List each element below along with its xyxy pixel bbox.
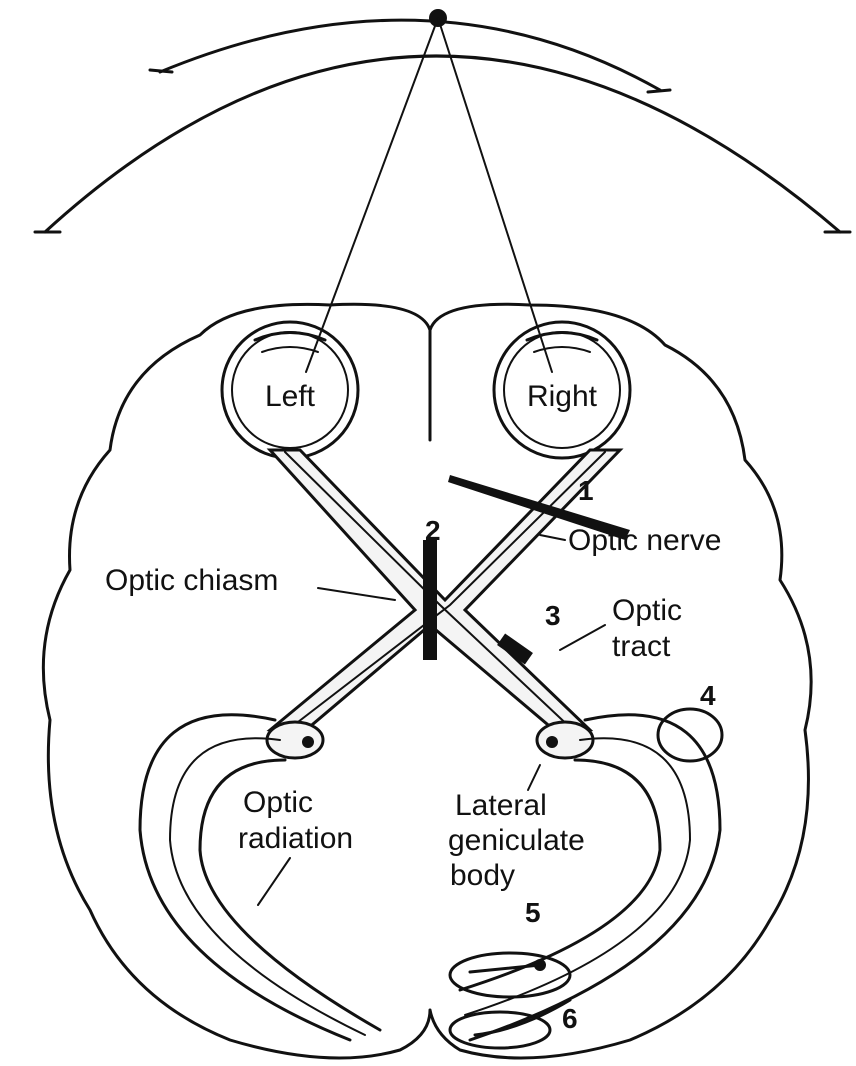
visual-field-arcs xyxy=(35,9,850,232)
optic-pathway-x xyxy=(270,450,620,735)
lesion-1-number: 1 xyxy=(578,475,594,506)
lgb-label-line1: Lateral xyxy=(455,789,547,822)
optic-nerve-label: Optic nerve xyxy=(568,524,721,557)
optic-radiation-label-line1: Optic xyxy=(243,786,313,819)
lesion-2-number: 2 xyxy=(425,515,441,546)
lesion-6-number: 6 xyxy=(562,1003,578,1034)
lgb-label-line2: geniculate xyxy=(448,824,585,857)
lesion-2-bar xyxy=(423,540,437,660)
lesion-3-number: 3 xyxy=(545,600,561,631)
lgb-label-line3: body xyxy=(450,859,515,892)
optic-chiasm-label: Optic chiasm xyxy=(105,564,278,597)
right-eye-label: Right xyxy=(527,380,598,413)
lines-of-sight xyxy=(306,18,552,372)
left-eye-label: Left xyxy=(265,380,316,413)
lesion-4-number: 4 xyxy=(700,680,716,711)
lateral-geniculate-bodies xyxy=(267,722,593,758)
optic-radiation-label-line2: radiation xyxy=(238,822,353,855)
brain-outline xyxy=(43,304,811,1058)
optic-tract-label-line1: Optic xyxy=(612,594,682,627)
optic-radiation-left xyxy=(140,715,380,1040)
lesion-5-number: 5 xyxy=(525,897,541,928)
optic-tract-label-line2: tract xyxy=(612,630,671,663)
